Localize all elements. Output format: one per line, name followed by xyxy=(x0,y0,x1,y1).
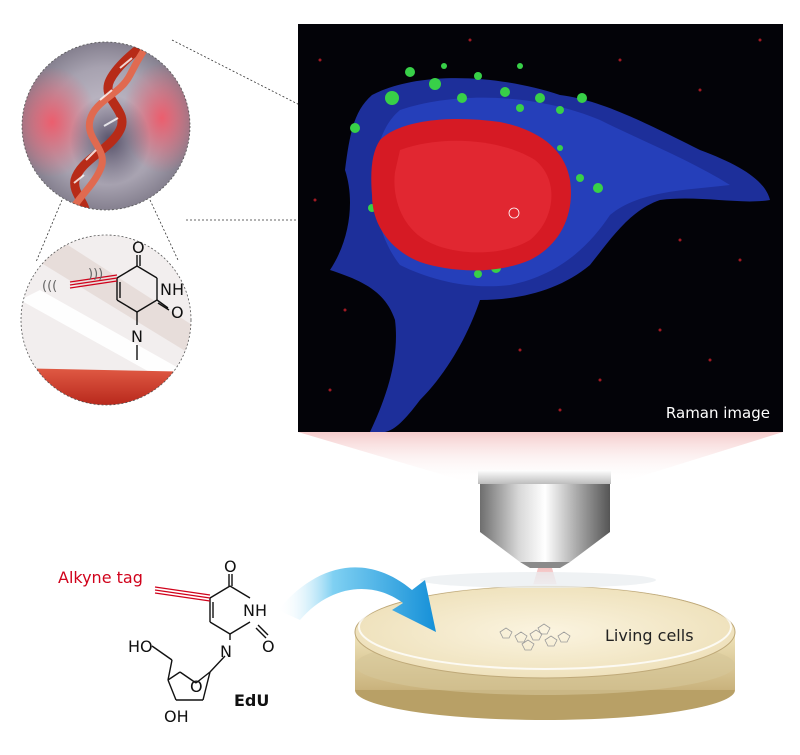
base-molecule xyxy=(116,255,170,360)
edu-o-ring: O xyxy=(190,677,203,696)
base-o-right: O xyxy=(171,303,184,322)
base-vibration-right: ))) xyxy=(88,267,103,282)
cell-cluster xyxy=(499,623,571,651)
edu-ho: HO xyxy=(128,637,153,656)
edu-o-right: O xyxy=(262,637,275,656)
living-cells-label: Living cells xyxy=(605,626,694,645)
raman-image-panel: Raman image xyxy=(298,24,783,432)
dna-zoom-circle xyxy=(21,41,191,211)
edu-nh: NH xyxy=(243,601,267,620)
background-specks xyxy=(313,38,762,412)
edu-o-top: O xyxy=(224,557,237,576)
base-vibration-left: ((( xyxy=(42,279,57,294)
base-n: N xyxy=(131,327,143,346)
alkyne-tag-label: Alkyne tag xyxy=(58,568,143,587)
raman-image-label: Raman image xyxy=(666,404,770,422)
base-alkyne xyxy=(69,274,118,289)
base-nh: NH xyxy=(160,280,184,299)
base-zoom-circle: ((( ))) O NH O N xyxy=(20,234,192,406)
edu-label: EdU xyxy=(234,691,269,710)
base-o-top: O xyxy=(132,238,145,257)
edu-molecule: Alkyne tag O NH O N HO O OH EdU xyxy=(58,557,275,726)
light-cone xyxy=(298,432,783,484)
edu-n: N xyxy=(220,642,232,661)
feeding-arrow xyxy=(278,567,436,632)
petri-dish: Living cells xyxy=(354,572,736,720)
edu-oh: OH xyxy=(164,707,189,726)
